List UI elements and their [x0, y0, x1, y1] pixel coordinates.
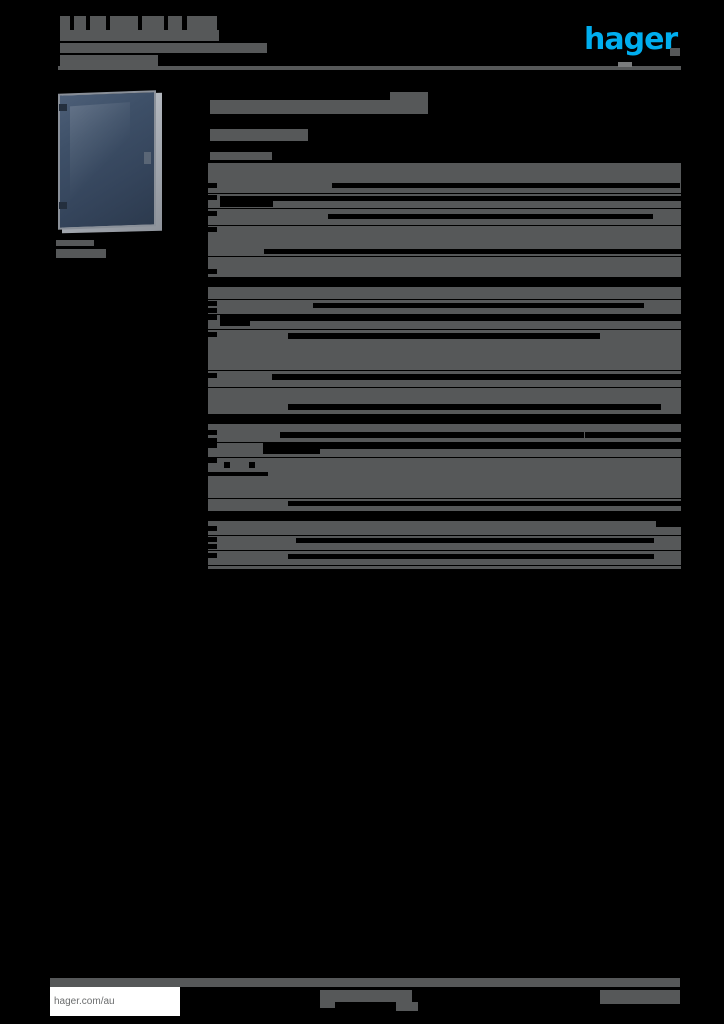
- product-caption-line2: [56, 249, 106, 258]
- footer-url[interactable]: hager.com/au: [50, 987, 180, 1016]
- table-row: [208, 521, 681, 535]
- hager-logo-text: hager: [584, 22, 678, 57]
- page-header: hager: [0, 0, 724, 80]
- footer-page-number: [600, 990, 680, 1004]
- label-marker: [208, 269, 217, 274]
- table-row: [208, 388, 681, 414]
- label-marker: [208, 458, 217, 463]
- label-marker: [208, 553, 217, 558]
- label-marker: [208, 526, 217, 531]
- value-text-gap: [288, 501, 681, 506]
- page-subtitle-line2: [60, 43, 267, 53]
- footer-center-note-2: [320, 1002, 335, 1008]
- label-marker: [208, 301, 217, 306]
- value-text-gap: [332, 183, 680, 188]
- title-block: [60, 16, 267, 69]
- label-text-gap: [220, 321, 250, 326]
- hager-logo[interactable]: hager: [584, 22, 680, 57]
- table-row: [208, 499, 681, 511]
- label-marker: [208, 308, 217, 313]
- value-text-gap: [264, 249, 681, 254]
- product-image-caption: [56, 240, 106, 258]
- table-bottom-border: [208, 566, 681, 569]
- value-text-gap: [313, 303, 644, 308]
- value-text-gap: [288, 554, 654, 559]
- value-text-gap: [328, 214, 653, 219]
- table-row: [208, 330, 681, 370]
- intro-badge: [390, 92, 428, 100]
- page-footer: hager.com/au: [0, 978, 724, 1024]
- trademark-mark: [670, 48, 680, 56]
- label-marker: [208, 544, 217, 549]
- intro-subheading: [210, 129, 308, 141]
- label-marker: [208, 315, 217, 320]
- footer-divider: [50, 978, 680, 987]
- section-gap: [208, 415, 681, 424]
- table-row: [208, 300, 681, 314]
- value-text-gap: [280, 432, 584, 438]
- page-subtitle: [60, 30, 219, 41]
- value-text-gap: [296, 538, 654, 543]
- hinge-top-icon: [59, 104, 67, 111]
- page-title-redaction: [60, 16, 217, 30]
- table-row: [208, 194, 681, 208]
- label-marker: [208, 537, 217, 542]
- value-text-gap: [656, 521, 681, 527]
- product-image: [56, 90, 164, 235]
- value-text-gap: [288, 404, 661, 410]
- label-text-gap-2: [249, 462, 255, 468]
- footer-center-note-3: [396, 1002, 418, 1011]
- footer-center-note: [320, 990, 412, 1002]
- label-marker: [208, 183, 217, 188]
- product-caption-line1: [56, 240, 94, 246]
- latch-icon: [144, 152, 151, 164]
- table-row: [208, 257, 681, 277]
- label-marker: [208, 438, 217, 443]
- table-row: [208, 163, 681, 193]
- label-marker: [208, 430, 217, 435]
- intro-heading: [210, 100, 428, 114]
- table-row: [208, 371, 681, 387]
- table-row: [208, 209, 681, 225]
- label-text-gap-3: [208, 472, 268, 476]
- product-gloss-highlight: [70, 102, 130, 207]
- value-text-gap: [220, 315, 681, 321]
- table-row: [208, 424, 681, 443]
- label-marker: [208, 195, 217, 200]
- label-marker: [208, 332, 217, 337]
- label-text-gap: [263, 449, 320, 454]
- label-marker: [208, 227, 217, 232]
- table-row: [208, 458, 681, 498]
- value-text-gap-2: [585, 432, 681, 438]
- label-marker: [208, 211, 217, 216]
- section-gap: [208, 278, 681, 287]
- footer-url-text: hager.com/au: [54, 996, 115, 1007]
- table-row: [208, 315, 681, 329]
- section-gap: [208, 512, 681, 521]
- table-row: [208, 551, 681, 565]
- value-text-gap: [220, 196, 681, 201]
- product-door-panel: [58, 90, 156, 230]
- page-title: [60, 16, 267, 30]
- label-text-gap: [224, 462, 230, 468]
- hinge-bottom-icon: [59, 202, 67, 209]
- value-text-gap: [263, 443, 681, 449]
- table-row: [208, 443, 681, 457]
- section-heading-row: [208, 287, 681, 299]
- value-text-gap: [288, 333, 600, 339]
- table-row: [208, 536, 681, 550]
- header-divider-tick: [618, 62, 632, 67]
- label-text-gap: [220, 201, 273, 207]
- header-divider: [58, 66, 681, 70]
- page-reference: [60, 55, 158, 67]
- specification-table: [208, 163, 681, 569]
- value-text-gap: [272, 374, 681, 380]
- label-marker: [208, 373, 217, 378]
- label-marker: [208, 443, 217, 448]
- table-row: [208, 226, 681, 256]
- intro-subheading-2: [210, 152, 272, 160]
